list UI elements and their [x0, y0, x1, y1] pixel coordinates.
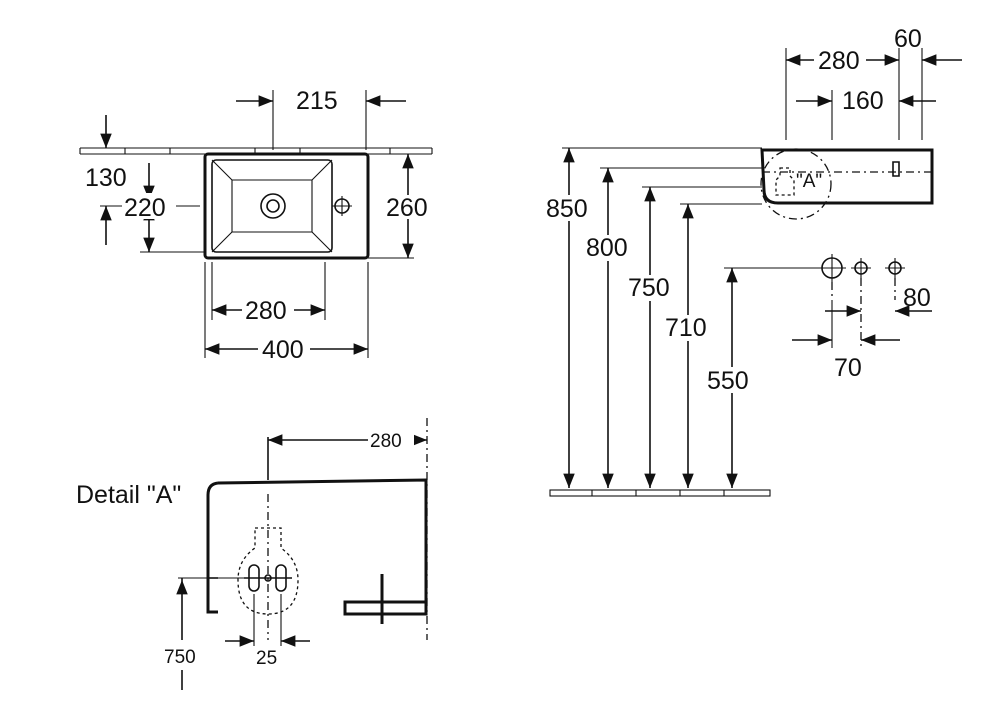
dim-400: 400	[262, 336, 304, 364]
dim-550: 550	[707, 367, 749, 395]
detail-a-title: Detail "A"	[76, 481, 181, 509]
basin-outline	[203, 152, 370, 260]
detail-a: Detail "A" 280 750 25	[76, 418, 428, 690]
dim-280-top: 280	[245, 297, 287, 325]
detail-basin-outline	[206, 478, 428, 616]
dim-70: 70	[834, 354, 862, 382]
dim-710: 710	[665, 314, 707, 342]
top-view: 215 130 220 260 280 400	[79, 87, 433, 364]
dim-215: 215	[296, 87, 338, 115]
dim-850: 850	[546, 195, 588, 223]
side-view: "A" 280 60 160 850 800 750	[545, 25, 962, 497]
detail-dim-750: 750	[164, 647, 196, 668]
dim-280-side: 280	[818, 47, 860, 75]
dim-220: 220	[124, 194, 166, 222]
dim-60: 60	[894, 25, 922, 53]
basin-bowl	[211, 159, 333, 253]
dim-130: 130	[85, 164, 127, 192]
dim-260: 260	[386, 194, 428, 222]
detail-a-circle	[760, 148, 832, 220]
dim-80: 80	[903, 284, 931, 312]
basin-bowl-inner	[231, 179, 313, 233]
dim-800: 800	[586, 234, 628, 262]
floor-strip	[549, 489, 771, 497]
dim-160: 160	[842, 87, 884, 115]
dim-750-side: 750	[628, 274, 670, 302]
siphon-icon	[237, 527, 299, 615]
detail-dim-25: 25	[256, 648, 277, 669]
drain-icon	[260, 193, 286, 219]
detail-a-marker: "A"	[796, 171, 822, 192]
detail-dim-280: 280	[370, 431, 402, 452]
basin-side-profile	[760, 148, 934, 205]
connection-symbols	[818, 254, 905, 346]
